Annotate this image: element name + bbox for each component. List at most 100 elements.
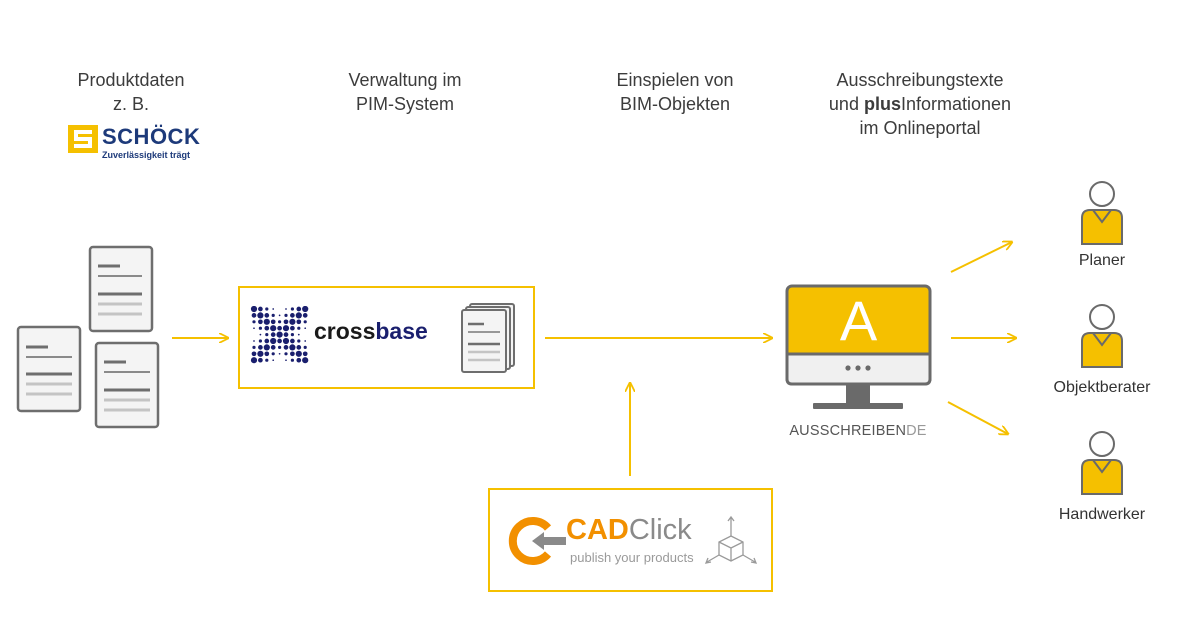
crossbase-dot — [270, 337, 277, 345]
crossbase-dot — [252, 320, 256, 324]
crossbase-dot — [258, 339, 262, 343]
heading-produktdaten: Produktdaten z. B. — [46, 68, 216, 116]
schoeck-tagline: Zuverlässigkeit trägt — [102, 150, 191, 160]
document-icon — [88, 245, 154, 333]
crossbase-dot — [265, 358, 269, 362]
crossbase-dot — [258, 345, 263, 350]
crossbase-dot — [290, 325, 295, 331]
crossbase-dot — [296, 345, 302, 350]
crossbase-dot — [250, 357, 258, 364]
heading-line: Ausschreibungstexte — [836, 70, 1004, 90]
crossbase-dot — [258, 357, 263, 363]
heading-text: Informationen — [900, 94, 1012, 114]
crossbase-dot — [290, 351, 295, 357]
crossbase-dot — [277, 338, 282, 344]
crossbase-dot — [290, 338, 295, 344]
arrow-icon — [947, 401, 1008, 434]
crossbase-dot — [251, 313, 257, 318]
crossbase-dot — [297, 326, 301, 330]
crossbase-dot — [272, 359, 275, 362]
crossbase-dot — [276, 331, 283, 338]
crossbase-dot — [297, 333, 300, 336]
role-label-handwerker: Handwerker — [1058, 506, 1146, 523]
cube-icon — [704, 515, 758, 564]
schoeck-emblem-icon — [68, 125, 98, 153]
heading-bold-plus: plus — [863, 94, 901, 114]
crossbase-dot — [290, 333, 294, 337]
crossbase-dot — [278, 345, 282, 349]
crossbase-dot — [303, 345, 307, 349]
crossbase-dot — [297, 339, 301, 343]
crossbase-part1: cross — [314, 318, 376, 344]
document-icon — [16, 325, 82, 413]
crossbase-dot — [270, 345, 276, 350]
crossbase-dot — [289, 318, 296, 325]
heading-verwaltung: Verwaltung im PIM-System — [310, 68, 500, 116]
role-label-planer: Planer — [1078, 252, 1126, 269]
crossbase-dot — [289, 344, 296, 351]
crossbase-dot — [295, 350, 302, 357]
heading-einspielen: Einspielen von BIM-Objekten — [580, 68, 770, 116]
crossbase-dot — [302, 357, 309, 364]
crossbase-dot — [295, 312, 302, 319]
ausschreiben-part1: AUSSCHREIBEN — [789, 423, 907, 439]
cadclick-logo-text: CADClick — [566, 514, 692, 546]
monitor-screen-letter: A — [839, 289, 878, 352]
crossbase-dot — [258, 306, 263, 312]
heading-line-plus: und plusInformationen — [790, 92, 1050, 116]
ausschreiben-logo: AUSSCHREIBENDE — [758, 423, 958, 439]
crossbase-dot — [278, 314, 281, 317]
heading-ausschreibungstexte: Ausschreibungstexte und plusInformatione… — [790, 68, 1050, 140]
crossbase-dot — [270, 319, 276, 325]
schoeck-logo: SCHÖCK Zuverlässigkeit trägt — [68, 124, 201, 165]
crossbase-dot — [302, 306, 309, 313]
crossbase-dot — [270, 332, 276, 337]
heading-line: Einspielen von — [616, 70, 734, 90]
crossbase-dot — [271, 313, 275, 317]
crossbase-dot — [258, 319, 263, 325]
crossbase-dot — [283, 345, 289, 350]
crossbase-dot — [271, 352, 275, 356]
crossbase-dot — [265, 333, 269, 337]
crossbase-dot — [250, 306, 258, 313]
person-icon — [1081, 304, 1123, 368]
crossbase-dot — [264, 313, 270, 318]
cadclick-part1: CAD — [566, 514, 629, 546]
crossbase-dot — [290, 307, 294, 311]
crossbase-part2: base — [375, 318, 428, 344]
crossbase-dot — [264, 338, 270, 344]
crossbase-dot — [253, 340, 255, 342]
crossbase-dot — [290, 313, 295, 318]
crossbase-dot — [284, 313, 288, 317]
crossbase-dot — [265, 307, 269, 311]
schoeck-name: SCHÖCK — [102, 124, 201, 149]
crossbase-dot — [283, 319, 289, 325]
crossbase-dot — [285, 308, 287, 310]
crossbase-dot — [257, 350, 264, 357]
crossbase-dot — [290, 358, 294, 362]
crossbase-mark-icon — [250, 306, 309, 364]
heading-line: z. B. — [112, 94, 149, 114]
cadclick-box: CADClick publish your products — [488, 488, 773, 592]
arrow-icon — [950, 242, 1012, 273]
document-icon — [94, 341, 160, 429]
crossbase-dot — [303, 320, 307, 324]
crossbase-dot — [263, 318, 270, 325]
crossbase-box: crossbase — [238, 286, 535, 389]
crossbase-dot — [296, 357, 302, 363]
cadclick-part2: Click — [628, 514, 692, 546]
crossbase-dot — [270, 325, 277, 332]
crossbase-dot — [282, 337, 290, 345]
heading-line: Produktdaten — [77, 70, 185, 90]
ausschreiben-part2: DE — [906, 423, 927, 439]
crossbase-dot — [304, 340, 307, 342]
crossbase-dot — [304, 327, 307, 330]
crossbase-dot — [264, 351, 270, 357]
crossbase-dot — [296, 306, 302, 312]
crossbase-dot — [282, 325, 290, 332]
crossbase-dot — [283, 332, 289, 337]
heading-line: im Onlineportal — [859, 118, 981, 138]
crossbase-dot — [251, 351, 257, 357]
crossbase-dot — [284, 352, 288, 356]
